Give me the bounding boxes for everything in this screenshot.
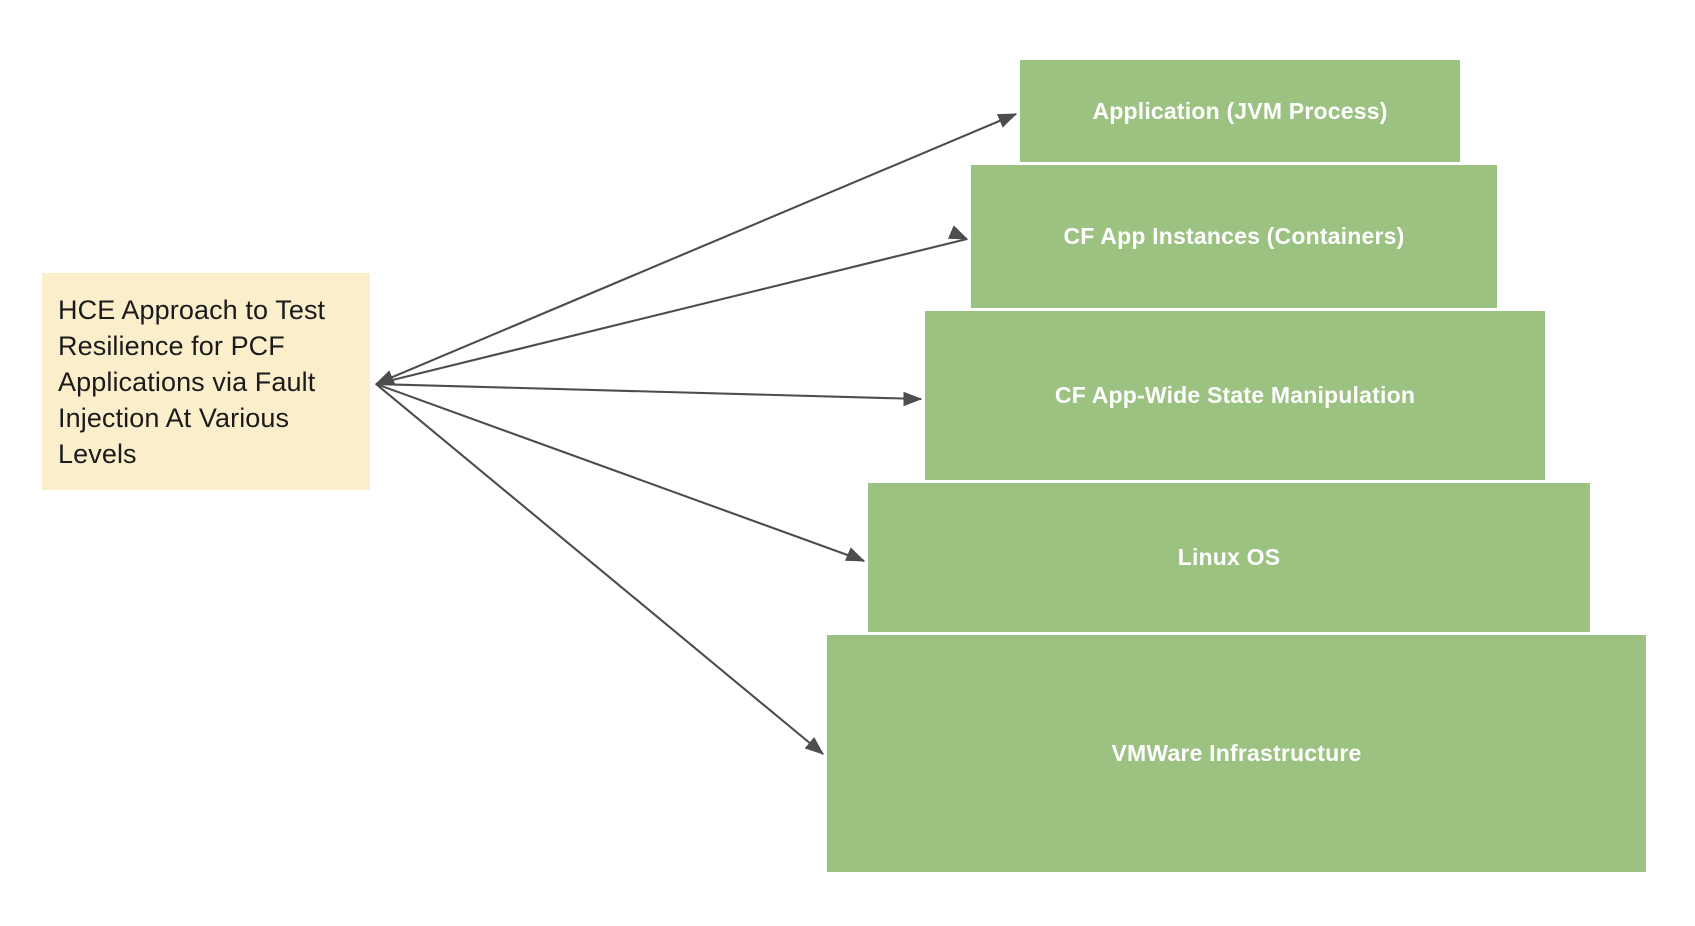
layer-box-linux-os[interactable]: Linux OS: [868, 483, 1590, 632]
layer-label-cf-app-wide-state: CF App-Wide State Manipulation: [1054, 382, 1416, 408]
approach-note-text: HCE Approach to Test Resilience for PCF …: [58, 294, 326, 469]
layer-box-vmware-infrastructure[interactable]: VMWare Infrastructure: [827, 635, 1646, 872]
layer-box-cf-app-instances[interactable]: CF App Instances (Containers): [971, 165, 1497, 308]
connector-to-cf-app-wide-state: [375, 382, 922, 401]
layer-label-vmware-infrastructure: VMWare Infrastructure: [1111, 740, 1362, 766]
connector-to-vmware-infrastructure: [375, 383, 824, 755]
layer-label-linux-os: Linux OS: [1177, 544, 1281, 570]
connector-to-cf-app-instances: [375, 237, 968, 386]
layer-box-application[interactable]: Application (JVM Process): [1020, 60, 1460, 162]
approach-note-box: HCE Approach to Test Resilience for PCF …: [42, 273, 370, 490]
layer-label-application: Application (JVM Process): [1092, 97, 1388, 124]
layer-box-cf-app-wide-state[interactable]: CF App-Wide State Manipulation: [925, 311, 1545, 480]
connector-to-linux-os: [375, 383, 865, 562]
connector-to-application: [374, 113, 1018, 385]
layer-label-cf-app-instances: CF App Instances (Containers): [1063, 223, 1405, 249]
